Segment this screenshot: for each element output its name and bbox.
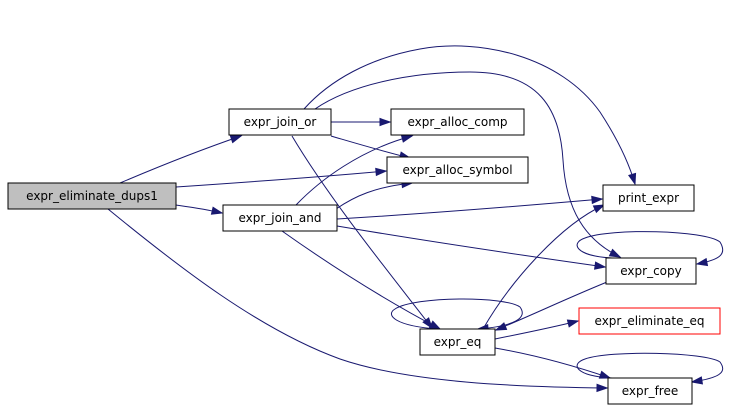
edge-eq-to-free — [494, 347, 612, 379]
node-label: expr_join_or — [244, 115, 317, 129]
node-layer: expr_eliminate_dups1 expr_join_or expr_all… — [7, 108, 721, 405]
arrowhead-icon — [379, 117, 392, 127]
edge-line — [175, 170, 387, 188]
node-join-or[interactable]: expr_join_or — [228, 108, 332, 136]
node-copy[interactable]: expr_copy — [605, 257, 697, 285]
edge-dups1-to-alloc_symbol — [175, 167, 388, 188]
edge-eq-to-print_expr — [482, 204, 606, 330]
edge-line — [314, 71, 621, 258]
arrowhead-icon — [596, 383, 609, 393]
edge-line — [336, 225, 606, 268]
edge-line — [482, 204, 605, 330]
arrowhead-icon — [695, 257, 709, 267]
node-box[interactable] — [390, 108, 525, 136]
node-box[interactable] — [419, 328, 496, 356]
arrowhead-icon — [566, 319, 580, 328]
node-label: expr_eliminate_eq — [595, 314, 705, 328]
arrowhead-icon — [591, 195, 604, 205]
arrowhead-icon — [210, 206, 224, 215]
edge-line — [576, 352, 724, 383]
edge-line — [495, 279, 613, 331]
node-label: expr_copy — [620, 264, 681, 278]
node-dups1[interactable]: expr_eliminate_dups1 — [7, 182, 177, 210]
edge-line — [281, 230, 441, 330]
node-join-and[interactable]: expr_join_and — [222, 204, 338, 232]
arrowhead-icon — [608, 248, 622, 258]
edge-join_and-to-alloc_comp — [295, 134, 414, 206]
arrowhead-icon — [598, 370, 612, 379]
arrowhead-icon — [592, 204, 606, 214]
node-print-expr[interactable]: print_expr — [602, 184, 695, 212]
arrowhead-icon — [594, 261, 607, 270]
arrowhead-icon — [400, 134, 414, 143]
edge-line — [576, 231, 724, 265]
node-box[interactable] — [228, 108, 332, 136]
node-label: expr_eq — [434, 335, 482, 349]
edge-free-to-free — [576, 352, 724, 385]
edge-layer — [107, 45, 724, 393]
arrowhead-icon — [494, 322, 508, 331]
edge-join_or-to-copy — [314, 71, 622, 258]
edge-line — [390, 298, 523, 330]
node-label: expr_alloc_comp — [407, 115, 507, 129]
edge-copy-to-copy — [576, 231, 724, 267]
node-alloc-comp[interactable]: expr_alloc_comp — [390, 108, 525, 136]
edge-join_or-to-print_expr — [303, 45, 637, 186]
edge-line — [330, 135, 411, 159]
node-box[interactable] — [386, 156, 529, 184]
arrowhead-icon — [375, 167, 388, 177]
edge-line — [119, 135, 242, 184]
edge-line — [303, 45, 636, 185]
edge-join_and-to-print_expr — [336, 195, 604, 220]
arrowhead-icon — [690, 376, 704, 385]
node-box[interactable] — [605, 257, 697, 285]
node-box[interactable] — [7, 182, 177, 210]
edge-join_or-to-alloc_symbol — [330, 135, 412, 160]
node-label: expr_free — [622, 384, 678, 398]
arrowhead-icon — [428, 320, 442, 330]
node-eq[interactable]: expr_eq — [419, 328, 496, 356]
edge-eq-to-elim_eq — [494, 319, 580, 340]
edge-line — [291, 135, 433, 329]
node-alloc-symbol[interactable]: expr_alloc_symbol — [386, 156, 529, 184]
arrowhead-icon — [628, 172, 637, 186]
edge-join_and-to-eq — [281, 230, 442, 330]
edge-dups1-to-join_or — [119, 135, 243, 184]
node-label: expr_eliminate_dups1 — [26, 189, 158, 203]
arrowhead-icon — [229, 135, 243, 144]
node-box[interactable] — [602, 184, 695, 212]
node-elim-eq[interactable]: expr_eliminate_eq — [578, 307, 721, 335]
node-box[interactable] — [578, 307, 721, 335]
edge-join_or-to-eq — [291, 135, 433, 330]
edge-dups1-to-join_and — [175, 204, 224, 215]
node-box[interactable] — [222, 204, 338, 232]
edge-join_and-to-alloc_symbol — [335, 179, 414, 210]
node-label: print_expr — [618, 191, 679, 205]
edge-line — [336, 198, 603, 220]
node-label: expr_alloc_symbol — [402, 163, 512, 177]
edge-line — [107, 208, 608, 389]
edge-copy-to-eq — [494, 279, 613, 331]
edge-join_or-to-alloc_comp — [331, 117, 392, 127]
edge-join_and-to-copy — [336, 225, 607, 270]
node-label: expr_join_and — [238, 211, 321, 225]
edge-line — [494, 320, 579, 340]
edge-line — [494, 347, 611, 379]
node-free[interactable]: expr_free — [607, 377, 693, 405]
edge-line — [335, 182, 413, 210]
arrowhead-icon — [422, 317, 433, 330]
node-box[interactable] — [607, 377, 693, 405]
edge-line — [295, 135, 413, 206]
edge-dups1-to-free — [107, 208, 609, 393]
